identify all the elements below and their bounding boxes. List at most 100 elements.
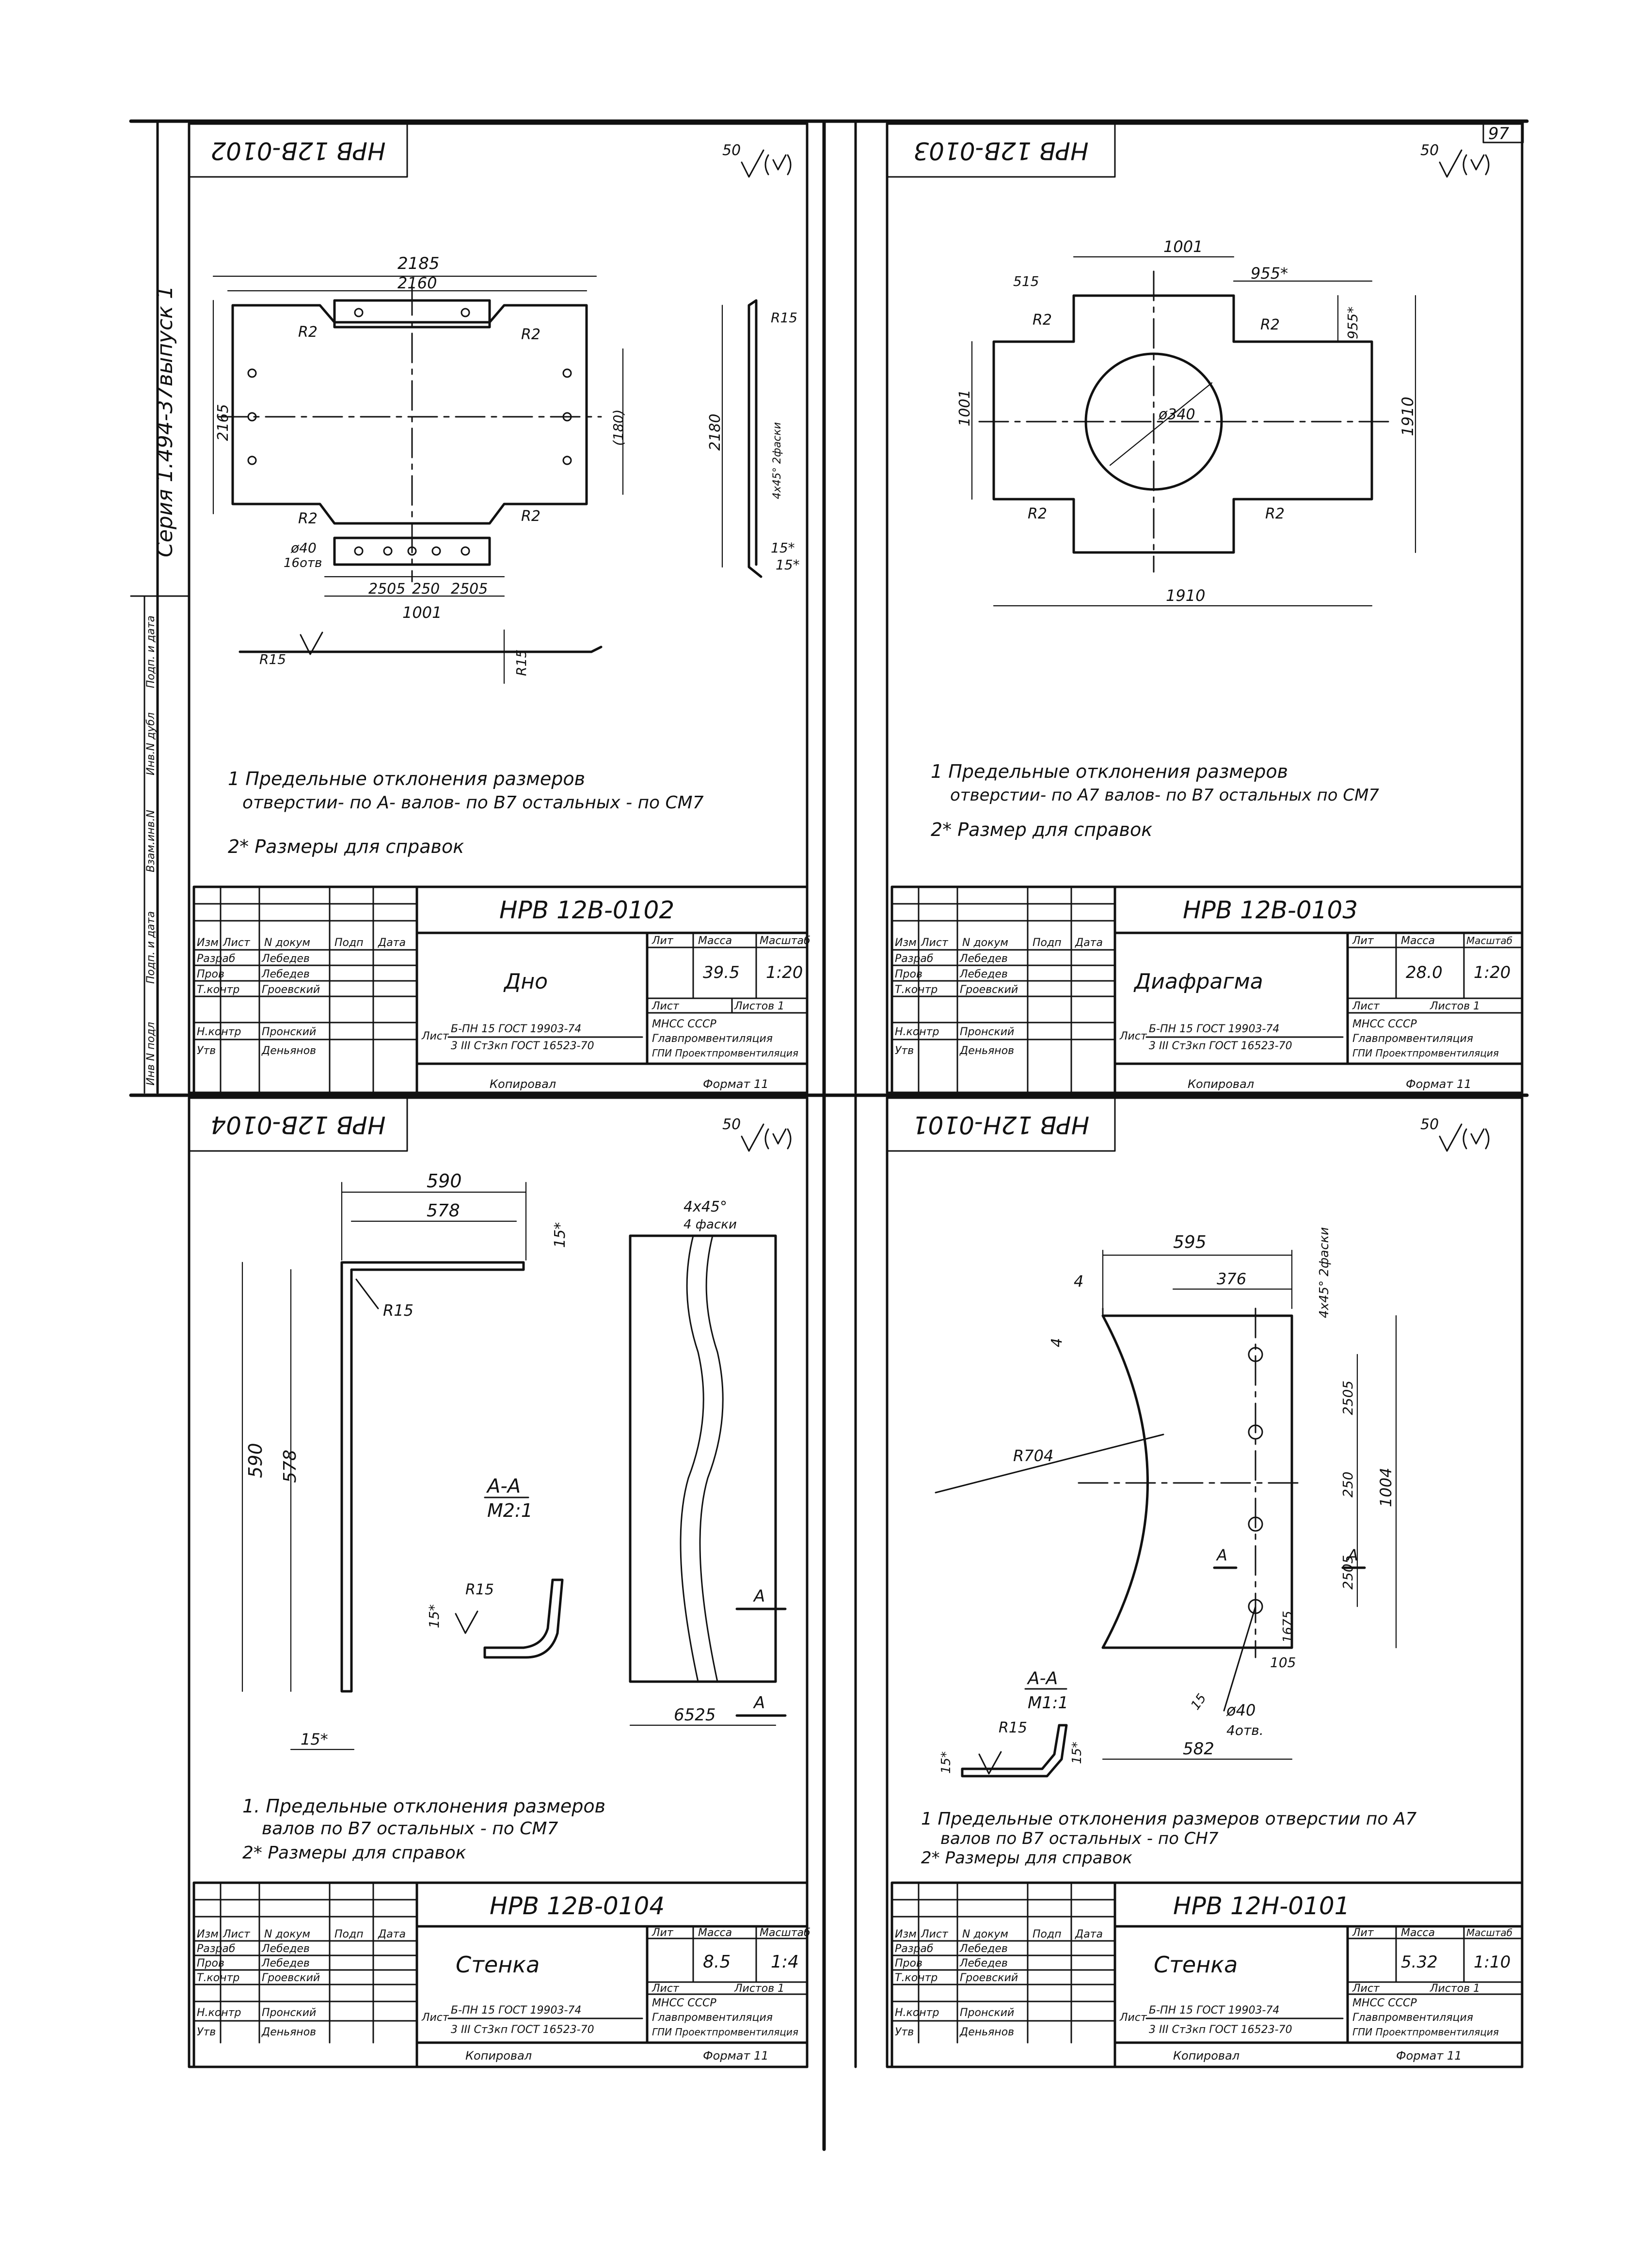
svg-text:Лист: Лист <box>1352 1000 1380 1012</box>
svg-text:Масса: Масса <box>698 935 732 947</box>
svg-text:1001: 1001 <box>402 603 442 622</box>
svg-text:Деньянов: Деньянов <box>261 1045 316 1057</box>
page-number: 97 <box>1488 124 1510 143</box>
rotated-code-box <box>188 123 408 178</box>
svg-text:Утв: Утв <box>895 2026 914 2038</box>
svg-text:R15: R15 <box>513 649 529 676</box>
section-aa: А-А М2:1 R15 15* <box>426 1475 564 1659</box>
series-label: Серия 1.494-37выпуск 1 <box>153 285 177 557</box>
svg-text:ø340: ø340 <box>1158 406 1195 423</box>
svg-text:Лебедев: Лебедев <box>959 953 1008 965</box>
svg-text:Копировал: Копировал <box>465 2049 532 2063</box>
svg-text:Утв: Утв <box>895 1045 914 1057</box>
plate-main-view: 2185 2160 2165 R2 R2 R2 R2 2505 250 2505… <box>212 254 626 622</box>
svg-text:16отв: 16отв <box>284 556 322 570</box>
notes: 1. Предельные отклонения размеров валов … <box>242 1796 605 1863</box>
left-stamp-column: Инв N подл Подп. и дата Взам.инв.N Инв.N… <box>143 595 157 1094</box>
svg-text:Дата: Дата <box>378 937 406 949</box>
svg-text:Утв: Утв <box>197 1045 216 1057</box>
svg-text:Пронский: Пронский <box>262 2007 316 2019</box>
svg-text:105: 105 <box>1270 1654 1296 1670</box>
svg-text:955*: 955* <box>1345 307 1361 339</box>
svg-text:Деньянов: Деньянов <box>959 2026 1014 2038</box>
svg-text:Копировал: Копировал <box>490 1077 556 1091</box>
svg-text:6525: 6525 <box>674 1705 716 1725</box>
svg-text:(180): (180) <box>610 410 626 446</box>
svg-text:2* Размеры для справок: 2* Размеры для справок <box>228 836 464 857</box>
title-block: Изм Лист N докум Подп Дата Разраб Пров Т… <box>890 1881 1524 2068</box>
svg-text:15*: 15* <box>776 557 800 573</box>
svg-text:1 Предельные отклонения размер: 1 Предельные отклонения размеров <box>931 761 1288 782</box>
svg-text:15*: 15* <box>771 540 795 556</box>
svg-text:Подп: Подп <box>334 1928 364 1940</box>
svg-text:Лист: Лист <box>1352 1983 1380 1995</box>
svg-text:R15: R15 <box>465 1581 494 1598</box>
svg-text:ГПИ Проектпромвентиляция: ГПИ Проектпромвентиляция <box>1352 1047 1499 1059</box>
svg-text:955*: 955* <box>1251 264 1288 283</box>
svg-text:Масса: Масса <box>1401 1927 1435 1939</box>
svg-text:2505: 2505 <box>1340 1381 1356 1415</box>
svg-text:2185: 2185 <box>397 254 440 273</box>
svg-text:N докум: N докум <box>962 937 1008 949</box>
svg-text:250: 250 <box>412 581 440 598</box>
svg-text:Т.контр: Т.контр <box>197 984 239 996</box>
svg-text:R2: R2 <box>298 324 318 341</box>
svg-text:Пров: Пров <box>895 1957 922 1969</box>
svg-text:Т.контр: Т.контр <box>895 984 938 996</box>
svg-text:валов по В7 остальных - по СМ7: валов по В7 остальных - по СМ7 <box>262 1819 558 1839</box>
svg-text:Лебедев: Лебедев <box>261 1957 310 1969</box>
svg-text:Лит: Лит <box>1352 935 1374 947</box>
svg-text:R2: R2 <box>1033 312 1052 329</box>
svg-text:R15: R15 <box>259 651 286 667</box>
section-aa: А-А М1:1 R15 15* 15* <box>939 1669 1084 1778</box>
svg-text:Подп. и дата: Подп. и дата <box>145 911 157 984</box>
rotated-code: НРВ 12В-0102 <box>210 137 385 165</box>
svg-text:отверстии- по А- валов- по В7: отверстии- по А- валов- по В7 остальных … <box>242 793 704 813</box>
svg-text:N докум: N докум <box>962 1928 1008 1940</box>
svg-text:Утв: Утв <box>197 2026 216 2038</box>
svg-text:2160: 2160 <box>397 274 437 292</box>
svg-text:Изм: Изм <box>197 937 219 949</box>
svg-text:2505: 2505 <box>451 581 488 598</box>
svg-text:5.32: 5.32 <box>1401 1953 1438 1972</box>
svg-text:ø40: ø40 <box>1226 1701 1256 1719</box>
svg-text:Пров: Пров <box>895 968 922 980</box>
svg-text:4отв.: 4отв. <box>1226 1722 1264 1738</box>
svg-text:Дно: Дно <box>503 969 548 994</box>
svg-text:Разраб: Разраб <box>197 1943 235 1955</box>
svg-text:Н.контр: Н.контр <box>895 2007 939 2019</box>
svg-text:Лист: Лист <box>223 1928 251 1940</box>
svg-text:Диафрагма: Диафрагма <box>1133 969 1263 994</box>
svg-text:R2: R2 <box>521 508 540 525</box>
svg-text:A: A <box>1216 1546 1227 1564</box>
svg-text:4x45°: 4x45° <box>683 1198 727 1215</box>
svg-text:1:10: 1:10 <box>1474 1953 1510 1972</box>
svg-text:4: 4 <box>1074 1272 1083 1291</box>
svg-text:Подп: Подп <box>1033 937 1062 949</box>
svg-text:Листов 1: Листов 1 <box>734 1000 784 1012</box>
notes: 1 Предельные отклонения размеров отверст… <box>931 761 1379 840</box>
svg-text:R15: R15 <box>999 1719 1027 1736</box>
surface-mark: 50 <box>1420 142 1490 178</box>
svg-text:Разраб: Разраб <box>895 953 933 965</box>
svg-text:1:20: 1:20 <box>1474 963 1510 982</box>
svg-text:валов по В7 остальных - по СН7: валов по В7 остальных - по СН7 <box>940 1829 1219 1848</box>
svg-text:Изм: Изм <box>197 1928 219 1940</box>
svg-text:2505: 2505 <box>368 581 405 598</box>
svg-text:Дата: Дата <box>1075 937 1103 949</box>
svg-text:Дата: Дата <box>1075 1928 1103 1940</box>
svg-text:Пров: Пров <box>197 1957 224 1969</box>
svg-text:15*: 15* <box>552 1222 569 1248</box>
svg-text:1:4: 1:4 <box>771 1952 799 1972</box>
svg-text:Листов 1: Листов 1 <box>1430 1000 1480 1012</box>
svg-text:Пронский: Пронский <box>960 1026 1014 1038</box>
svg-text:НРВ 12Н-0101: НРВ 12Н-0101 <box>1173 1892 1350 1920</box>
svg-text:Формат 11: Формат 11 <box>1396 2049 1462 2063</box>
svg-text:Главпромвентиляция: Главпромвентиляция <box>652 1033 773 1045</box>
svg-text:Лебедев: Лебедев <box>959 968 1008 980</box>
svg-text:Масса: Масса <box>698 1927 732 1939</box>
svg-text:A: A <box>753 1587 765 1606</box>
svg-text:1910: 1910 <box>1166 586 1205 605</box>
svg-text:2180: 2180 <box>707 414 724 451</box>
